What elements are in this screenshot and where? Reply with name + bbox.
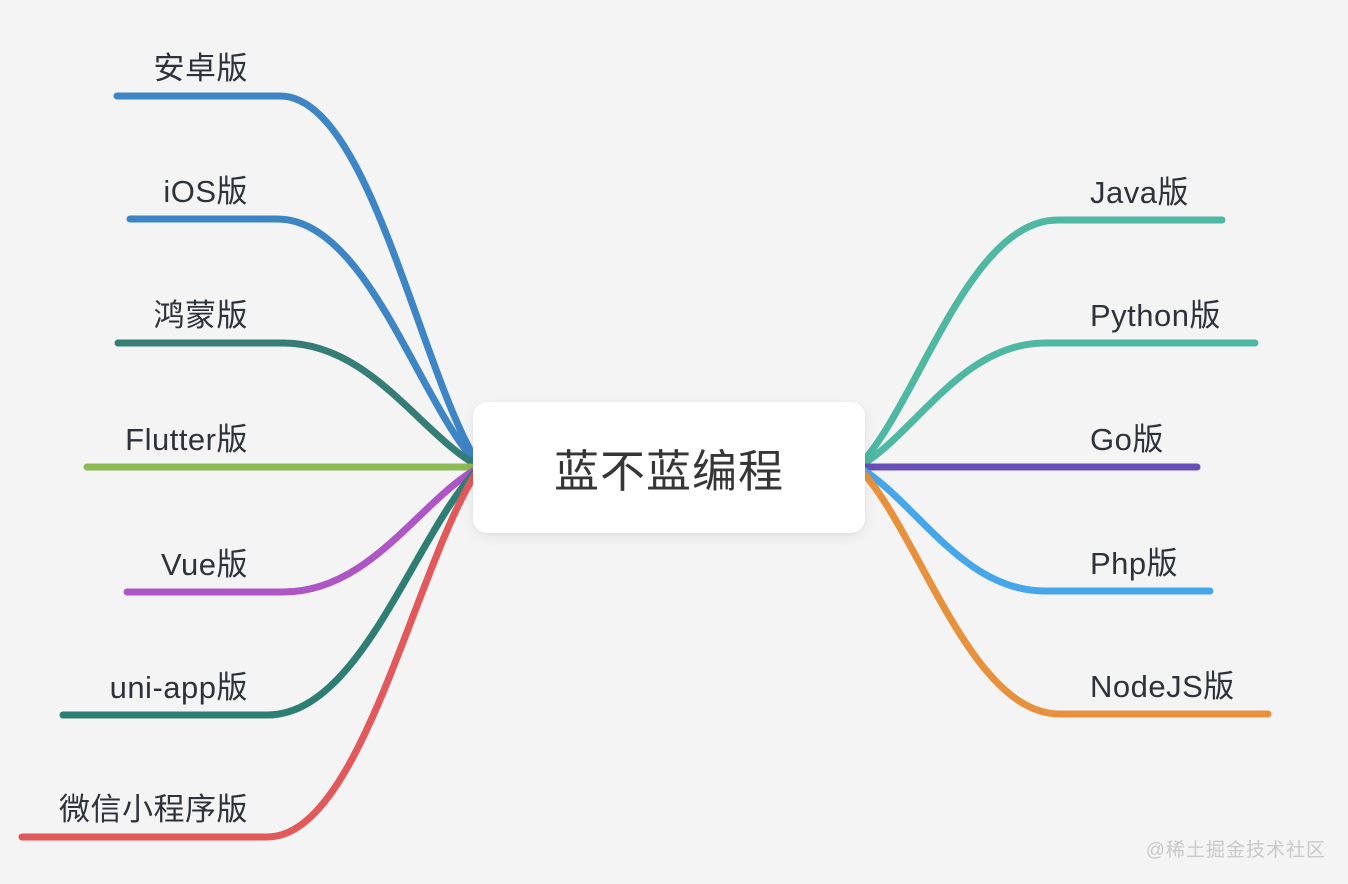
branch-line: [854, 463, 1272, 718]
branch-node-left-3[interactable]: Flutter版: [125, 421, 248, 457]
branch-node-left-2[interactable]: 鸿蒙版: [153, 297, 248, 333]
watermark-text: @稀土掘金技术社区: [1145, 840, 1326, 861]
branch-line: [59, 463, 484, 719]
branch-line: [854, 339, 1259, 471]
branch-line: [123, 463, 484, 596]
branch-node-left-0[interactable]: 安卓版: [153, 50, 248, 86]
branch-line: [126, 215, 484, 471]
branch-node-right-4[interactable]: NodeJS版: [1090, 668, 1235, 704]
branch-node-right-1[interactable]: Python版: [1090, 297, 1222, 333]
branch-node-left-1[interactable]: iOS版: [163, 173, 248, 209]
branch-node-right-2[interactable]: Go版: [1090, 421, 1164, 457]
branch-line: [854, 463, 1214, 595]
branch-node-right-3[interactable]: Php版: [1090, 545, 1179, 581]
branch-node-right-0[interactable]: Java版: [1090, 174, 1189, 210]
branch-line: [113, 92, 484, 471]
branch-node-left-6[interactable]: 微信小程序版: [59, 791, 248, 827]
branch-line: [18, 463, 484, 841]
branch-line: [114, 339, 484, 471]
center-node-title: 蓝不蓝编程: [553, 446, 784, 497]
center-node[interactable]: 蓝不蓝编程: [473, 402, 865, 533]
branch-node-left-4[interactable]: Vue版: [160, 546, 248, 582]
branch-line: [854, 216, 1226, 471]
branch-node-left-5[interactable]: uni-app版: [109, 669, 248, 705]
